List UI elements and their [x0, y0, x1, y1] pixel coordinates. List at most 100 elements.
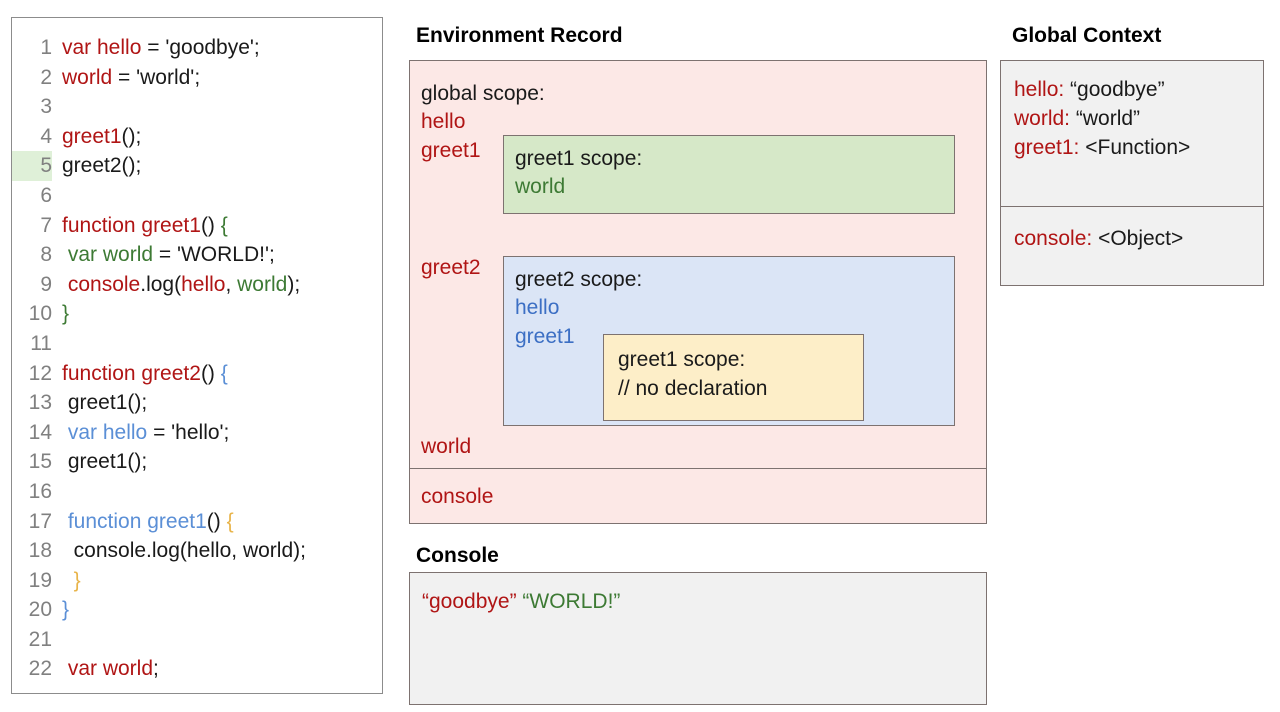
- code-line[interactable]: 6: [12, 181, 382, 211]
- code-line-text: }: [52, 299, 69, 329]
- code-token: greet2();: [62, 154, 142, 178]
- code-token: greet1: [62, 124, 122, 148]
- greet1-inner-scope-title: greet1 scope:: [618, 348, 746, 371]
- code-line[interactable]: 19 }: [12, 566, 382, 596]
- code-token: function greet1: [67, 509, 207, 533]
- global-context-value-greet1: <Function>: [1085, 136, 1191, 159]
- greet1-scope-title: greet1 scope:: [515, 147, 643, 170]
- code-token: var world: [67, 243, 154, 267]
- code-line-number: 5: [12, 151, 52, 181]
- code-line-number: 14: [28, 420, 52, 444]
- global-binding-greet1: greet1: [421, 139, 481, 162]
- code-line-number: 22: [28, 657, 52, 681]
- code-token: }: [62, 598, 70, 622]
- code-line-text: console.log(hello, world);: [52, 270, 300, 300]
- code-line-number: 21: [28, 627, 52, 651]
- code-line-number: 19: [28, 568, 52, 592]
- code-token: world: [237, 272, 288, 296]
- code-token: = 'WORLD!';: [153, 243, 275, 267]
- code-line-number: 9: [40, 272, 52, 296]
- global-context-objects: console: <Object>: [1001, 207, 1263, 286]
- code-line[interactable]: 8 var world = 'WORLD!';: [12, 240, 382, 270]
- greet1-scope-binding-world: world: [515, 175, 566, 198]
- greet1-inner-scope-box: greet1 scope: // no declaration: [603, 334, 864, 421]
- code-line-number: 18: [28, 539, 52, 563]
- code-line-number: 3: [40, 95, 52, 119]
- greet2-scope-binding-greet1: greet1: [515, 325, 575, 348]
- code-line-number: 12: [28, 361, 52, 385]
- greet2-scope-box: greet2 scope: hello greet1 greet1 scope:…: [503, 256, 955, 426]
- code-token: var hello: [62, 36, 142, 59]
- code-line[interactable]: 22 var world;: [12, 654, 382, 684]
- global-scope-label: global scope:: [421, 82, 545, 105]
- code-line-text: }: [52, 566, 81, 596]
- code-line[interactable]: 13 greet1();: [12, 388, 382, 418]
- global-context-key-greet1: greet1:: [1014, 136, 1080, 159]
- code-line-number: 6: [40, 183, 52, 207]
- environment-record-title: Environment Record: [416, 24, 623, 47]
- code-line-text: function greet1() {: [52, 507, 234, 537]
- code-token: .log(: [140, 272, 182, 296]
- environment-record-panel: global scope: hello greet1 greet2 world …: [409, 60, 987, 524]
- code-line[interactable]: 17 function greet1() {: [12, 507, 382, 537]
- code-line-number: 1: [40, 36, 52, 59]
- code-token: ();: [121, 124, 142, 148]
- code-token: (): [206, 509, 227, 533]
- code-line-number: 15: [28, 450, 52, 474]
- code-token: (): [200, 361, 221, 385]
- global-console-binding-region: console: [410, 469, 986, 524]
- code-line-number: 17: [28, 509, 52, 533]
- code-token: var world: [62, 657, 154, 681]
- console-output-token-goodbye: “goodbye”: [422, 590, 517, 613]
- global-binding-hello: hello: [421, 110, 466, 133]
- code-line-text: console.log(hello, world);: [52, 536, 306, 566]
- code-line[interactable]: 5 greet2();: [12, 151, 382, 181]
- greet2-scope-binding-hello: hello: [515, 296, 560, 319]
- global-binding-console: console: [421, 485, 494, 508]
- code-line[interactable]: 15 greet1();: [12, 447, 382, 477]
- global-context-title: Global Context: [1012, 24, 1162, 47]
- greet1-scope-box: greet1 scope: world: [503, 135, 955, 214]
- code-line[interactable]: 9 console.log(hello, world);: [12, 270, 382, 300]
- code-line[interactable]: 1 var hello = 'goodbye';: [12, 33, 382, 63]
- code-token: {: [220, 361, 228, 385]
- code-line-text: greet2();: [52, 151, 141, 181]
- console-output-line: “goodbye” “WORLD!”: [422, 590, 620, 614]
- global-scope-region: global scope: hello greet1 greet2 world …: [410, 61, 986, 469]
- global-context-row-greet1: greet1: <Function>: [1014, 136, 1190, 160]
- code-line[interactable]: 11: [12, 329, 382, 359]
- global-context-value-console: <Object>: [1098, 227, 1184, 250]
- code-token: = 'hello';: [147, 420, 230, 444]
- code-line-text: greet1();: [52, 122, 141, 152]
- code-token: = 'world';: [112, 65, 201, 89]
- code-token: = 'goodbye';: [141, 36, 260, 59]
- code-line[interactable]: 21: [12, 625, 382, 655]
- code-line[interactable]: 20}: [12, 595, 382, 625]
- console-panel: “goodbye” “WORLD!”: [409, 572, 987, 705]
- code-token: ;: [153, 657, 159, 681]
- code-token: function greet1: [62, 213, 201, 237]
- global-context-panel: hello: “goodbye” world: “world” greet1: …: [1000, 60, 1264, 286]
- code-line-text: greet1();: [52, 447, 147, 477]
- code-line-number: 2: [40, 65, 52, 89]
- greet1-inner-scope-note: // no declaration: [618, 377, 768, 400]
- code-line[interactable]: 16: [12, 477, 382, 507]
- global-context-row-console: console: <Object>: [1014, 227, 1183, 251]
- code-token: );: [287, 272, 301, 296]
- code-line-number: 20: [28, 598, 52, 622]
- code-line-number: 16: [28, 479, 52, 503]
- code-line[interactable]: 14 var hello = 'hello';: [12, 418, 382, 448]
- code-line[interactable]: 18 console.log(hello, world);: [12, 536, 382, 566]
- code-token: hello: [181, 272, 226, 296]
- code-line[interactable]: 10}: [12, 299, 382, 329]
- code-line[interactable]: 3: [12, 92, 382, 122]
- code-line-number: 7: [40, 213, 52, 237]
- code-line-text: greet1();: [52, 388, 147, 418]
- code-token: }: [73, 568, 81, 592]
